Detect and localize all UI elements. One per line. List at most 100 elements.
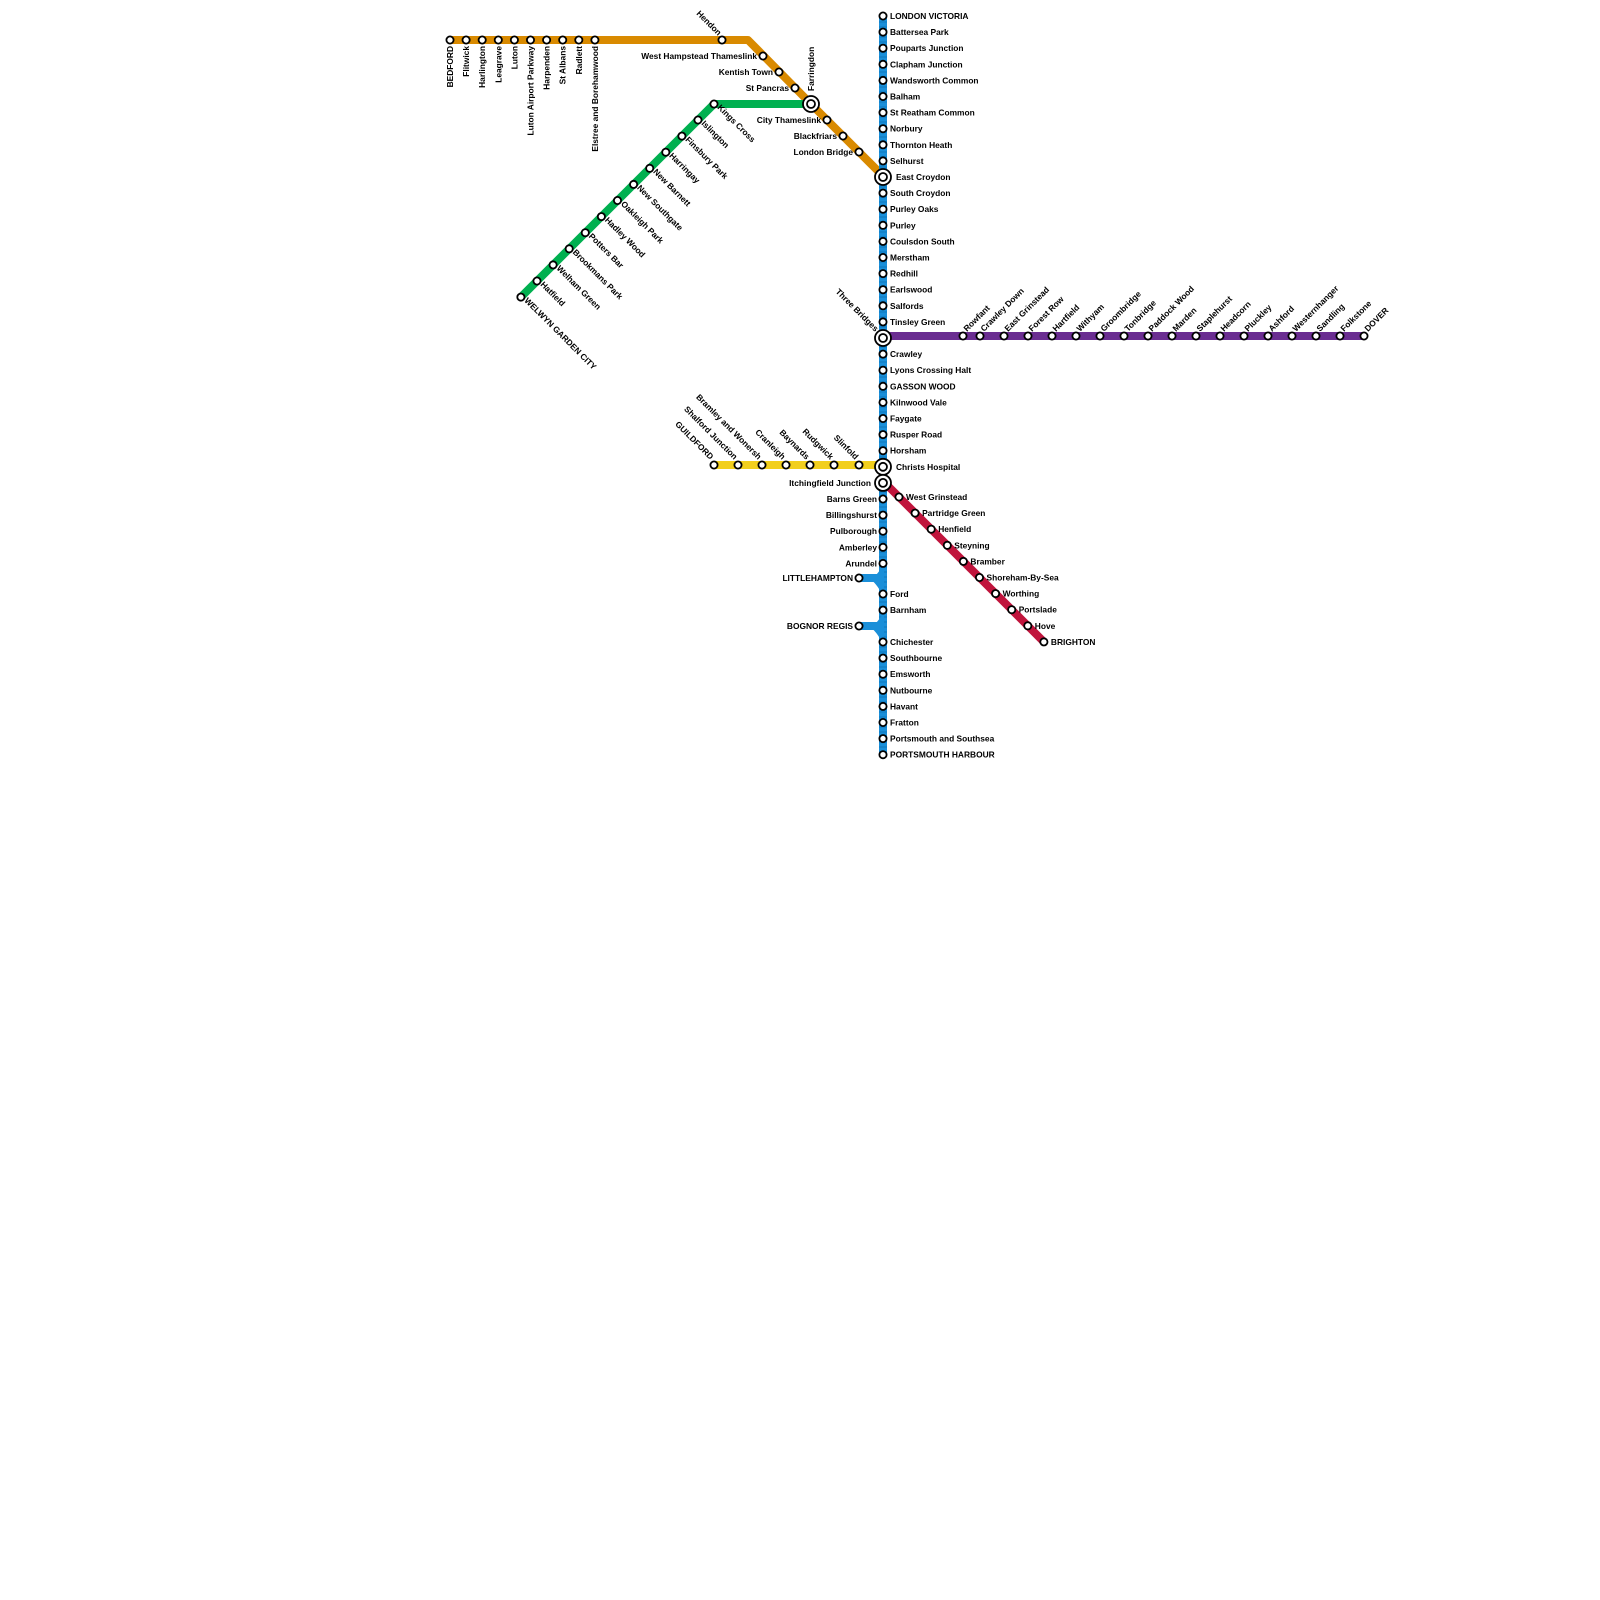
station-earlswood[interactable] xyxy=(878,285,888,295)
station-islington[interactable] xyxy=(693,115,703,125)
station-bramber[interactable] xyxy=(958,556,968,566)
station-slinfold[interactable] xyxy=(854,460,864,470)
station-emsworth[interactable] xyxy=(878,669,888,679)
station-radlett[interactable] xyxy=(574,35,584,45)
station-bedford[interactable] xyxy=(445,35,455,45)
station-partridge-green[interactable] xyxy=(910,508,920,518)
station-south-croydon[interactable] xyxy=(878,188,888,198)
station-marden[interactable] xyxy=(1167,331,1177,341)
station-purley-oaks[interactable] xyxy=(878,204,888,214)
station-bognor-regis[interactable] xyxy=(854,621,864,631)
station-welham-green[interactable] xyxy=(548,260,558,270)
station-portslade[interactable] xyxy=(1007,605,1017,615)
station-shoreham-by-sea[interactable] xyxy=(975,573,985,583)
station-withyam[interactable] xyxy=(1071,331,1081,341)
station-staplehurst[interactable] xyxy=(1191,331,1201,341)
station-tinsley-green[interactable] xyxy=(878,317,888,327)
station-dover[interactable] xyxy=(1359,331,1369,341)
station-west-hampstead-thameslink[interactable] xyxy=(758,51,768,61)
station-worthing[interactable] xyxy=(991,589,1001,599)
station-tonbridge[interactable] xyxy=(1119,331,1129,341)
station-henfield[interactable] xyxy=(926,524,936,534)
station-blackfriars[interactable] xyxy=(838,131,848,141)
station-hatfield[interactable] xyxy=(532,276,542,286)
station-luton-airport-parkway[interactable] xyxy=(526,35,536,45)
station-thornton-heath[interactable] xyxy=(878,140,888,150)
station-new-southgate[interactable] xyxy=(629,179,639,189)
station-west-grinstead[interactable] xyxy=(894,492,904,502)
station-battersea-park[interactable] xyxy=(878,27,888,37)
station-barnham[interactable] xyxy=(878,605,888,615)
station-portsmouth-and-southsea[interactable] xyxy=(878,734,888,744)
station-welwyn-garden-city[interactable] xyxy=(516,292,526,302)
station-fratton[interactable] xyxy=(878,718,888,728)
station-arundel[interactable] xyxy=(878,558,888,568)
station-clapham-junction[interactable] xyxy=(878,59,888,69)
station-london-bridge[interactable] xyxy=(854,147,864,157)
station-ford[interactable] xyxy=(878,589,888,599)
station-merstham[interactable] xyxy=(878,252,888,262)
station-oakleigh-park[interactable] xyxy=(613,195,623,205)
station-kilnwood-vale[interactable] xyxy=(878,397,888,407)
station-folkstone[interactable] xyxy=(1335,331,1345,341)
station-southbourne[interactable] xyxy=(878,653,888,663)
station-shalford-junction[interactable] xyxy=(733,460,743,470)
station-st-pancras[interactable] xyxy=(790,83,800,93)
station-salfords[interactable] xyxy=(878,301,888,311)
station-guildford[interactable] xyxy=(709,460,719,470)
station-brookmans-park[interactable] xyxy=(564,244,574,254)
station-cranleigh[interactable] xyxy=(781,460,791,470)
station-kentish-town[interactable] xyxy=(774,67,784,77)
station-east-grinstead[interactable] xyxy=(999,331,1009,341)
station-sandling[interactable] xyxy=(1311,331,1321,341)
station-gasson-wood[interactable] xyxy=(878,381,888,391)
station-ashford[interactable] xyxy=(1263,331,1273,341)
station-nutbourne[interactable] xyxy=(878,685,888,695)
station-rowfant[interactable] xyxy=(958,331,968,341)
station-baynards[interactable] xyxy=(805,460,815,470)
station-pulborough[interactable] xyxy=(878,526,888,536)
station-portsmouth-harbour[interactable] xyxy=(878,750,888,760)
station-harlington[interactable] xyxy=(477,35,487,45)
station-havant[interactable] xyxy=(878,701,888,711)
station-wandsworth-common[interactable] xyxy=(878,75,888,85)
station-rudgwick[interactable] xyxy=(829,460,839,470)
station-leagrave[interactable] xyxy=(493,35,503,45)
station-littlehampton[interactable] xyxy=(854,573,864,583)
station-crawley[interactable] xyxy=(878,349,888,359)
station-bramley-and-wonersh[interactable] xyxy=(757,460,767,470)
station-faygate[interactable] xyxy=(878,413,888,423)
station-hadley-wood[interactable] xyxy=(596,212,606,222)
station-chichester[interactable] xyxy=(878,637,888,647)
station-steyning[interactable] xyxy=(942,540,952,550)
station-kings-cross[interactable] xyxy=(709,99,719,109)
station-coulsdon-south[interactable] xyxy=(878,236,888,246)
station-brighton[interactable] xyxy=(1039,637,1049,647)
station-purley[interactable] xyxy=(878,220,888,230)
station-amberley[interactable] xyxy=(878,542,888,552)
station-city-thameslink[interactable] xyxy=(822,115,832,125)
station-norbury[interactable] xyxy=(878,124,888,134)
station-crawley-down[interactable] xyxy=(975,331,985,341)
station-headcorn[interactable] xyxy=(1215,331,1225,341)
station-st-albans[interactable] xyxy=(558,35,568,45)
station-potters-bar[interactable] xyxy=(580,228,590,238)
station-forest-row[interactable] xyxy=(1023,331,1033,341)
station-elstree-and-borehamwood[interactable] xyxy=(590,35,600,45)
station-billingshurst[interactable] xyxy=(878,510,888,520)
station-lyons-crossing-halt[interactable] xyxy=(878,365,888,375)
station-luton[interactable] xyxy=(509,35,519,45)
station-st-reatham-common[interactable] xyxy=(878,108,888,118)
station-hove[interactable] xyxy=(1023,621,1033,631)
station-harringay[interactable] xyxy=(661,147,671,157)
station-flitwick[interactable] xyxy=(461,35,471,45)
station-barns-green[interactable] xyxy=(878,494,888,504)
station-westernhanger[interactable] xyxy=(1287,331,1297,341)
station-redhill[interactable] xyxy=(878,269,888,279)
station-paddock-wood[interactable] xyxy=(1143,331,1153,341)
station-harpenden[interactable] xyxy=(542,35,552,45)
station-balham[interactable] xyxy=(878,92,888,102)
station-horsham[interactable] xyxy=(878,446,888,456)
station-hendon[interactable] xyxy=(717,35,727,45)
station-finsbury-park[interactable] xyxy=(677,131,687,141)
